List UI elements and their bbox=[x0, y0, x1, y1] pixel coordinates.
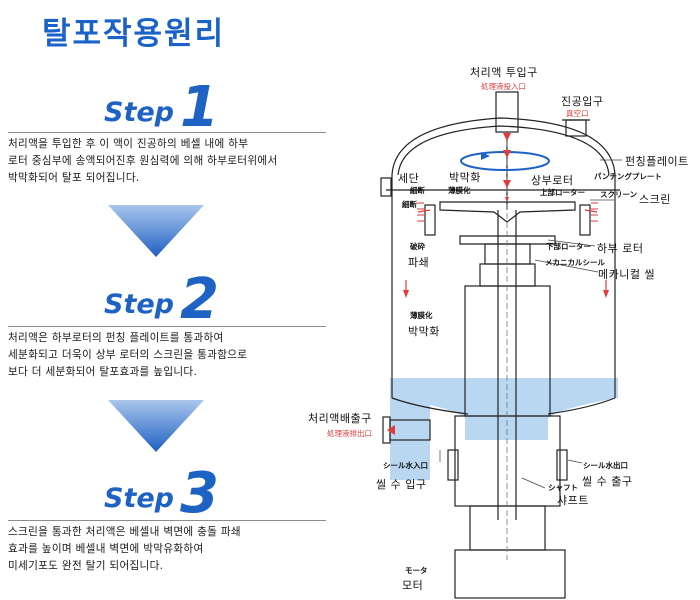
step-3-line: 스크린을 통과한 처리액은 베셀내 벽면에 충돌 파쇄 bbox=[8, 526, 241, 538]
step-3-line: 효과를 높이며 베셀내 벽면에 박막유화하여 bbox=[8, 543, 204, 555]
rotation-arrow-icon bbox=[460, 151, 550, 171]
shear-label-jp: 細断 bbox=[410, 186, 425, 195]
lower-rotor-label-jp: 下部ローター bbox=[546, 242, 591, 251]
step-1-line: 처리액을 투입한 후 이 액이 진공하의 베셀 내에 하부 bbox=[8, 138, 249, 150]
screen-label-jp: スクリーン bbox=[600, 190, 638, 199]
punching-plate-label: 펀칭플레이트 bbox=[625, 155, 689, 168]
vessel-dome-inner bbox=[397, 125, 610, 176]
liquid-fill bbox=[393, 378, 618, 440]
crush-label: 파쇄 bbox=[408, 256, 430, 269]
upper-rotor bbox=[439, 201, 576, 223]
step-1-word: Step bbox=[104, 97, 174, 128]
step-1-number: 1 bbox=[180, 75, 219, 140]
vacuum-label-jp: 真空口 bbox=[566, 109, 589, 118]
lower-rotor-label: 하부 로터 bbox=[597, 242, 644, 255]
seal-water-outlet-label: 씰 수 출구 bbox=[582, 475, 633, 488]
step-2-number: 2 bbox=[180, 267, 219, 332]
upper-rotor-label: 상부로터 bbox=[531, 174, 574, 187]
step-1-line: 박막화되어 탈포 되어집니다. bbox=[8, 172, 140, 184]
mechanical-seal bbox=[479, 263, 536, 287]
screen-label: 스크린 bbox=[639, 193, 671, 206]
step-3-heading: Step 3 bbox=[104, 461, 224, 526]
step-2-rule bbox=[8, 326, 326, 327]
step-1-rule bbox=[8, 132, 326, 133]
thin-film-label-jp-2: 薄膜化 bbox=[410, 311, 433, 320]
step-3-rule bbox=[8, 520, 326, 521]
upper-rotor-label-jp: 上部ローター bbox=[540, 188, 585, 197]
shaft-label: 샤프트 bbox=[557, 494, 589, 507]
vessel-dome bbox=[391, 117, 616, 176]
step-1-description: 처리액을 투입한 후 이 액이 진공하의 베셀 내에 하부 로터 중심부에 송액… bbox=[8, 136, 338, 187]
down-arrow-icon bbox=[108, 205, 204, 257]
seal-water-outlet-label-jp: シール水出口 bbox=[583, 461, 628, 470]
mechanical-seal-label-jp: メカニカルシール bbox=[545, 258, 605, 267]
step-2-heading: Step 2 bbox=[104, 267, 224, 332]
inlet-label-jp: 処理液投入口 bbox=[481, 82, 526, 91]
page-title: 탈포작용원리 bbox=[42, 16, 226, 52]
inlet-label: 처리액 투입구 bbox=[470, 66, 538, 79]
deaerator-diagram bbox=[380, 91, 622, 599]
outlet-label-jp: 処理液排出口 bbox=[327, 429, 372, 438]
thin-film-label-jp: 薄膜化 bbox=[448, 186, 471, 195]
liquid-side-left bbox=[390, 378, 430, 480]
outlet-label: 처리액배출구 bbox=[308, 412, 372, 425]
seal-water-inlet-label-jp: シール水入口 bbox=[383, 461, 428, 470]
motor-label-jp: モータ bbox=[405, 566, 428, 575]
step-3-word: Step bbox=[104, 483, 174, 514]
step-2-line: 보다 더 세분화되어 탈포효과를 높입니다. bbox=[8, 366, 198, 378]
step-3-description: 스크린을 통과한 처리액은 베셀내 벽면에 충돌 파쇄 효과를 높이며 베셀내 … bbox=[8, 524, 338, 575]
thin-film-label: 박막화 bbox=[449, 171, 481, 184]
step-1-heading: Step 1 bbox=[104, 75, 224, 140]
lower-rotor bbox=[459, 235, 556, 245]
thin-film-label-2: 박막화 bbox=[408, 325, 440, 338]
shear-label-jp-2: 細断 bbox=[402, 200, 417, 209]
step-1-line: 로터 중심부에 송액되어진후 원심력에 의해 하부로터위에서 bbox=[8, 155, 278, 167]
shear-label: 세단 bbox=[398, 172, 420, 185]
step-3-number: 3 bbox=[180, 461, 219, 526]
step-2-line: 처리액은 하부로터의 펀칭 플레이트를 통과하여 bbox=[8, 332, 224, 344]
motor-label: 모터 bbox=[402, 579, 424, 592]
step-3-line: 미세기포도 완전 탈기 되어집니다. bbox=[8, 560, 164, 572]
crush-label-jp: 破砕 bbox=[410, 242, 425, 251]
step-2-description: 처리액은 하부로터의 펀칭 플레이트를 통과하여 세분화되고 더욱이 상부 로터… bbox=[8, 330, 338, 381]
vacuum-label: 진공입구 bbox=[561, 95, 604, 108]
motor-body bbox=[454, 549, 566, 599]
mechanical-seal-label: 메카니컬 씰 bbox=[598, 268, 656, 281]
shaft-label-jp: シャフト bbox=[548, 483, 578, 492]
step-2-line: 세분화되고 더욱이 상부 로터의 스크린을 통과함으로 bbox=[8, 349, 248, 361]
punching-plate-label-jp: パンチングプレート bbox=[594, 172, 662, 181]
seal-water-inlet-label: 씰 수 입구 bbox=[376, 478, 427, 491]
step-2-word: Step bbox=[104, 289, 174, 320]
down-arrow-icon bbox=[108, 400, 204, 452]
